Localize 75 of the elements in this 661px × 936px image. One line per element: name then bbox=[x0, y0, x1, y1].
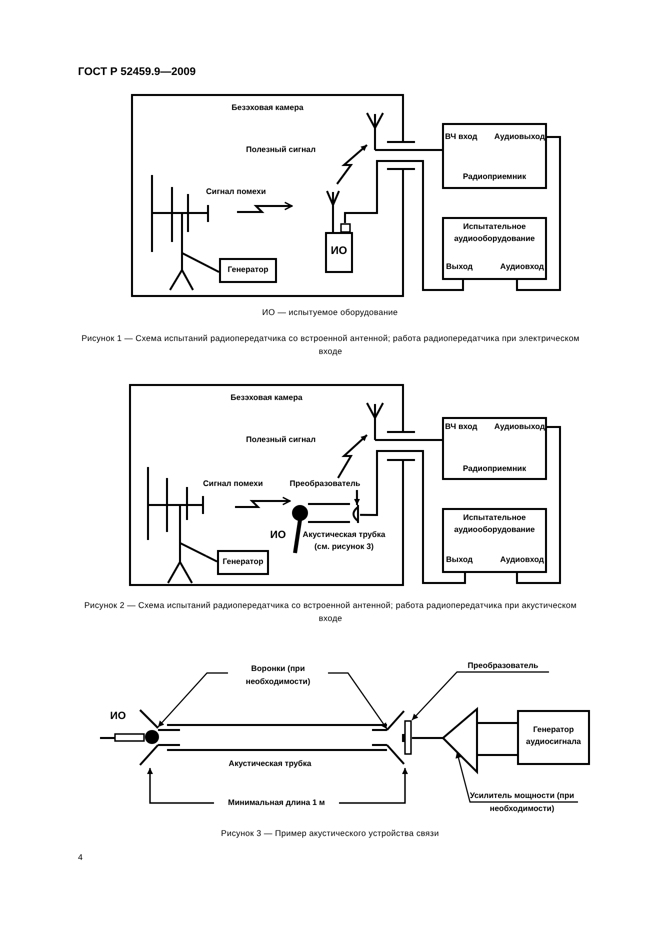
cable-line bbox=[477, 754, 517, 756]
signal-arrow bbox=[337, 434, 368, 478]
radio-receiver-box bbox=[442, 417, 547, 480]
box-label: Генератор bbox=[222, 556, 264, 568]
box-label: Испытательное аудиооборудование bbox=[453, 512, 536, 536]
callout-text: Преобразователь bbox=[281, 478, 369, 490]
port-label: Аудиовход bbox=[499, 554, 544, 566]
antenna-drawing bbox=[367, 402, 383, 440]
box-label: Радиоприемник bbox=[462, 463, 528, 475]
cable-line bbox=[516, 136, 561, 291]
box-label: Генератор bbox=[226, 264, 270, 276]
leader-line bbox=[158, 672, 228, 728]
cable-line bbox=[516, 426, 561, 584]
document-header: ГОСТ Р 52459.9—2009 bbox=[78, 65, 196, 79]
audio-test-equipment-box bbox=[442, 508, 547, 573]
anechoic-chamber bbox=[130, 385, 403, 585]
page-number: 4 bbox=[78, 851, 84, 864]
port-label: ВЧ вход bbox=[445, 131, 478, 143]
signal-label: Сигнал помехи bbox=[203, 478, 264, 490]
box-label: Радиоприемник bbox=[462, 171, 528, 183]
device-label: ИО bbox=[109, 710, 127, 722]
box-label: Испытательное аудиооборудование bbox=[453, 221, 536, 245]
generator-box bbox=[219, 258, 277, 283]
generator-box bbox=[517, 710, 590, 765]
device-label: Акустическая трубка bbox=[228, 758, 312, 770]
device-label: ИО bbox=[269, 529, 287, 542]
port-label: Выход bbox=[446, 261, 474, 273]
signal-arrow bbox=[336, 144, 368, 185]
port-label: ВЧ вход bbox=[445, 421, 478, 433]
signal-label: Полезный сигнал bbox=[246, 144, 317, 156]
cable-line bbox=[210, 266, 220, 273]
box-label: Безэховая камера bbox=[230, 392, 304, 404]
port-label: Выход bbox=[446, 554, 474, 566]
callout-text: Преобразователь bbox=[457, 660, 549, 672]
callout-text: Усилитель мощности (при необходимости) bbox=[466, 789, 578, 815]
box-label: Генератор аудиосигнала bbox=[525, 724, 582, 748]
amplifier-triangle bbox=[443, 708, 477, 773]
microphone-drawing bbox=[100, 729, 160, 745]
acoustic-tube-drawing bbox=[158, 724, 387, 751]
box-label: ИО bbox=[330, 245, 348, 258]
cable-line bbox=[412, 737, 443, 740]
port-label: Аудиовыход bbox=[493, 421, 545, 433]
funnel-drawing bbox=[140, 710, 158, 765]
signal-label: Сигнал помехи bbox=[206, 186, 267, 198]
radio-receiver-box bbox=[442, 123, 547, 189]
leader-line bbox=[328, 672, 388, 730]
transducer-drawing bbox=[350, 505, 360, 523]
dimension-label: Минимальная длина 1 м bbox=[227, 797, 326, 809]
anechoic-chamber bbox=[132, 95, 403, 296]
cable-line bbox=[344, 160, 464, 291]
leader-line bbox=[354, 490, 360, 505]
port-label: Аудиовход bbox=[499, 261, 544, 273]
transducer-drawing bbox=[404, 720, 412, 755]
cable-line bbox=[360, 450, 466, 584]
antenna-drawing bbox=[367, 112, 383, 150]
signal-label: Полезный сигнал bbox=[246, 434, 317, 446]
port-label: Аудиовыход bbox=[493, 131, 545, 143]
cable-line bbox=[477, 722, 517, 724]
audio-test-equipment-box bbox=[442, 217, 547, 280]
cable-line bbox=[206, 555, 218, 562]
tube-label: Акустическая трубка (см. рисунок 3) bbox=[302, 529, 386, 553]
legend-note: ИО — испытуемое оборудование bbox=[261, 306, 399, 319]
cable-line bbox=[375, 439, 442, 441]
device-under-test bbox=[325, 223, 353, 273]
figure-caption: Рисунок 2 — Схема испытаний радиопередатчика со встроенной антенной; работа радиопередатчика при акустическом входе bbox=[83, 599, 578, 625]
cable-line bbox=[375, 149, 442, 151]
funnel-drawing bbox=[387, 710, 404, 765]
leader-line bbox=[456, 752, 578, 803]
box-label: Безэховая камера bbox=[230, 102, 304, 114]
acoustic-tube-drawing bbox=[308, 503, 350, 523]
leader-line bbox=[412, 671, 549, 720]
figure-caption: Рисунок 3 — Пример акустического устройства связи bbox=[220, 827, 440, 840]
generator-box bbox=[217, 550, 269, 575]
callout-text: Воронки (при необходимости) bbox=[228, 662, 328, 688]
figure-caption: Рисунок 1 — Схема испытаний радиопередатчика со встроенной антенной; работа радиопередатчика при электрическом входе bbox=[80, 332, 581, 358]
